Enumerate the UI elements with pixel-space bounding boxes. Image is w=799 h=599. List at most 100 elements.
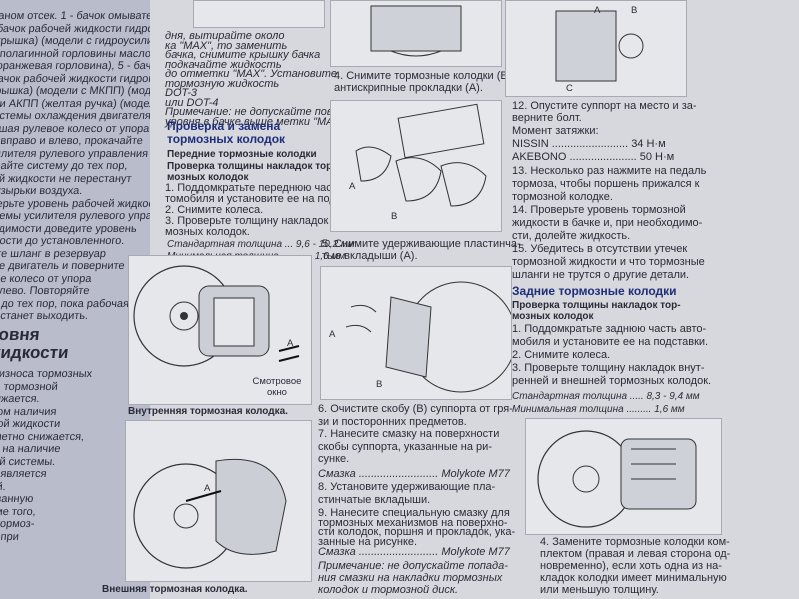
rear-pad-diagram [537,430,697,528]
left-text-line: ра вправо и влево, прокачайте [0,135,144,147]
center-top-line: тормозную жидкость [165,77,280,90]
rear-spec-minimum: Минимальная толщина ......... 1,6 мм [512,404,685,415]
center-top-line: DOT-3 [165,87,197,99]
step-line: жидкости в бачке и, при необходимо- [512,217,703,229]
step9-line: занные на рисунке. [318,535,418,548]
left-text-line: казывает на наличие [0,443,62,455]
figure-outer-pad: A [125,420,312,582]
rear-step4-line: кладок колодки имеет минимальную [540,572,727,584]
left-text-line: е пузырьки воздуха. [0,185,83,197]
center-top-line: ка "MAX", то заменить [165,39,288,52]
step-line: тормоза, чтобы поршень прижался к [512,178,700,190]
label-fig-c: C [566,83,573,94]
inner-pad-diagram [133,265,300,367]
step-line: сунке. [318,453,350,465]
left-text-line: (оранжевая горловина), 5 - бачок [0,60,163,72]
step-line: зи и посторонних предметов. [318,415,467,428]
left-text-line: жидкости до установленного. [0,235,126,247]
inspection-window-label: Смотровое окно [252,376,302,398]
note-line: Примечание: не допускайте попада- [318,560,508,572]
left-text-line: устите двигатель и поверните [0,260,126,272]
center-step-line: 2. Снимите колеса. [165,204,264,216]
left-text-line: ых сортов, при [0,530,20,543]
callout-a-outer: A [204,483,211,494]
section-title-2: тормозных колодок [167,132,286,146]
left-text-line: олесо до тех пор, пока рабочая [0,297,130,310]
left-text-line: крышка) (модели с МКПП) (модели [0,85,171,97]
rear-sub-2: мозных колодок [512,311,594,322]
lubricant-2: Смазка .......................... Molyko… [318,546,510,558]
step-line: сти, долейте жидкость. [512,230,631,242]
inner-pad-caption: Внутренняя тормозная колодка. [128,406,288,417]
label-b-bracket: B [376,379,383,390]
label-a-bracket: A [329,329,336,340]
label-a-pads: A [349,181,356,192]
step-line: тормозной колодке. [512,191,613,203]
rear-step-line: 3. Проверьте толщину накладок внут- [512,362,705,374]
center-top-line: или DOT-4 [165,96,219,109]
rear-step4-line: новременно), если хоть одна из на- [540,560,722,572]
callout-a-inner: A [287,338,294,349]
step9-line: сти колодок, поршня и прокладок, ука- [318,526,516,538]
step-line: тормозной жидкости и что тормозные [512,256,705,268]
left-text-line: жидкость является [0,468,48,480]
label-fig-a: A [594,5,601,16]
label-fig-b: B [631,5,638,16]
rear-spec-standard: Стандартная толщина ..... 8,3 - 9,4 мм [512,391,700,402]
center-top-line: подкачайте жидкость [165,58,282,71]
left-text-line: е перестанет выходить. [0,310,89,322]
left-heading-1: а уровня [0,325,41,344]
step-line: 14. Проверьте уровень тормозной [512,204,686,216]
center-top-line: Примечание: не допускайте повышения [165,106,375,118]
left-text-line: рашая рулевое колесо от упора [0,122,151,135]
left-text-line: аном отсек. 1 - бачок омывателя [0,10,165,22]
left-text-line: ащихся в тормоз- [0,518,36,530]
torque-nissin: NISSIN ......................... 34 Н·м [512,138,666,150]
rear-step4-line: или меньшую толщину. [540,584,659,596]
step12-line: верните болт. [512,112,582,124]
caliper-bracket-diagram [345,281,511,393]
center-top-line: уровня в бачке выше метки "MAX". [165,115,348,128]
left-text-line: усилителя рулевого управления [0,147,149,160]
left-text-line: о мере износа тормозных [0,368,93,380]
note-line: колодок и тормозной диск. [318,584,459,596]
figure-inner-pad: A Смотровое окно [128,255,312,405]
figure-remove-pads-top [330,0,502,67]
torque-akebono: AKEBONO ...................... 50 Н·м [512,151,675,163]
center-step-line: 1. Поддомкратьте переднюю часть ав- [165,182,362,194]
rear-pads-title: Задние тормозные колодки [512,284,677,298]
step5-line: 5. Снимите удерживающие пластинча- [322,238,521,250]
left-text-line: ооль. Кроме того, [0,505,37,518]
step-line: 6. Очистите скобу (B) суппорта от гря- [318,403,513,415]
left-text-line: признаком наличия [0,405,58,418]
rear-step-line: 2. Снимите колеса. [512,349,611,361]
note-line: ния смазки на накладки тормозных [318,572,503,584]
figure-caliper-bracket: A B [320,266,512,400]
step-line: 13. Несколько раз нажмите на педаль [512,165,707,177]
figure-rear-pad [525,418,722,535]
center-step-line: мозных колодок. [165,226,250,238]
step4-line: антискрипные прокладки (A). [334,82,483,94]
rear-step-line: ренней и внешней тормозных колодок. [512,375,712,387]
outer-pad-diagram [133,458,287,569]
left-text-line: тормозной жидкости [0,418,61,430]
rear-step-line: 1. Поддомкратьте заднюю часть авто- [512,323,707,335]
caliper-top-diagram [555,10,644,82]
figure-pads-and-shims: A B [330,100,502,232]
step5-line: тые вкладыши (A). [322,250,418,262]
rear-step-line: мобиля и установите ее на подставки. [512,336,709,348]
left-heading-2: ой жидкости [0,343,70,362]
spec-standard: Стандартная толщина ... 9,6 - 10,2 мм [167,239,355,250]
left-text-line: остите шланг в резервуар [0,247,107,260]
label-b-pads: B [391,211,398,222]
step-line: шланги не трутся о другие детали. [512,269,690,281]
subsection-title-3: мозных колодок [167,172,249,183]
left-text-line: системы охлаждения двигателя [0,110,152,122]
rear-sub-1: Проверка толщины накладок тор- [512,300,681,311]
left-text-line: тормозной системы. [0,455,56,468]
subsection-title-1: Передние тормозные колодки [167,149,317,160]
rear-step4-line: 4. Замените тормозные колодки ком- [540,536,730,548]
step9-line: тормозных механизмов на поверхно- [318,516,508,529]
subsection-title-2: Проверка толщины накладок тор- [167,161,336,172]
step-line: 7. Нанесите смазку на поверхности [318,428,500,440]
